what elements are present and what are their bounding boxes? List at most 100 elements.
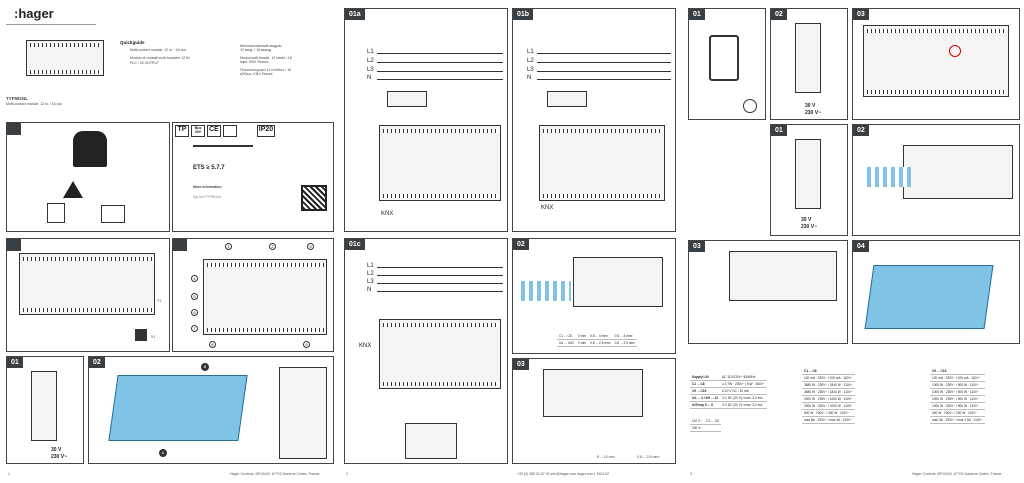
- footer-address: Hager Controls. BP10440, 67703 Saverne C…: [230, 472, 320, 476]
- module-dismount-drawing: [864, 265, 994, 329]
- module-drawing: [903, 145, 1013, 199]
- knx-label: KNX: [359, 343, 372, 349]
- voltage-30v: 30 V: [801, 217, 812, 223]
- label-n: N: [527, 75, 532, 81]
- step-number: 01c: [345, 239, 365, 250]
- safety-panel: [6, 122, 170, 232]
- voltage-30v: 30 V: [51, 447, 62, 453]
- strip-cross-section: 0,8 ... 2,5 mm²: [637, 455, 660, 459]
- callout-4: 4: [191, 275, 198, 282]
- step-number: 01: [771, 125, 787, 136]
- callout-b: B: [201, 363, 209, 371]
- step-02-panel: 02 B A: [88, 356, 334, 464]
- spec-table-voltage: 110 V~C1 ... C5 230 V~: [690, 418, 721, 432]
- quickguide-title: Quickguide: [120, 40, 145, 45]
- quickguide-line-2: Modulo di contatti multi-funzione 12 IN: [130, 56, 190, 60]
- wiring-01c-panel: 01c L1 L2 L3 N KNX: [344, 238, 508, 464]
- more-info-label: More information: [193, 185, 222, 189]
- module-drawing: [379, 125, 501, 201]
- label-l3: L3: [527, 67, 534, 73]
- step-number: 01b: [513, 9, 534, 20]
- electrician-icon: [7, 123, 21, 135]
- page-2: 01a L1 L2 L3 N KNX 01b L1 L2 L3 N KNX: [342, 0, 682, 483]
- tag-x1: X1: [151, 335, 156, 339]
- quickguide-right-5: Πολυλειτουργικό 12 εισόδων / 16: [240, 68, 291, 72]
- step-01-panel: 01 30 V 230 V~: [6, 356, 84, 464]
- module-mounting-drawing: [108, 375, 248, 441]
- module-drawing: [539, 125, 665, 201]
- footer-address: Hager Controls. BP10440, 67703 Saverne C…: [912, 472, 1002, 476]
- strip-length: 8 ... 10 mm: [597, 455, 615, 459]
- module-drawing: [19, 253, 155, 315]
- module-drawing: [543, 369, 643, 417]
- breaker-drawing: [795, 23, 821, 93]
- program-button-icon: [949, 45, 961, 57]
- connector-x1-icon: [135, 329, 147, 341]
- quickguide-line-3: PLC / 16 OUTPUT: [130, 61, 159, 65]
- breaker-drawing: [795, 139, 821, 209]
- page-1: :hager TYF581NL Multi-contact module, 12…: [0, 0, 340, 483]
- phone-qr-icon: [709, 35, 739, 81]
- step-04-dismount-panel: 04: [852, 240, 1020, 344]
- knx-label: KNX: [541, 205, 554, 211]
- voltage-230v: 230 V~: [805, 110, 821, 116]
- label-n: N: [367, 287, 372, 293]
- step-number: 01: [7, 357, 23, 368]
- ets-version: ETS ≥ 5.7.7: [193, 165, 225, 171]
- wiring-01a-panel: 01a L1 L2 L3 N KNX: [344, 8, 508, 232]
- label-l3: L3: [367, 67, 374, 73]
- callout-7: 7: [191, 325, 198, 332]
- step-02-breaker-panel: 02 30 V 230 V~: [770, 8, 848, 120]
- step-01-breaker-panel: 01 30 V 230 V~: [770, 124, 848, 236]
- label-n: N: [367, 75, 372, 81]
- switch-legend-drawing: [405, 423, 457, 459]
- knx-label: KNX: [381, 211, 394, 217]
- product-code: TYF581NL: [6, 96, 29, 101]
- callout-5: 5: [191, 293, 198, 300]
- box-icon: [101, 205, 125, 223]
- step-number: 02: [513, 239, 529, 250]
- terminal-drawing: [203, 259, 327, 335]
- electrician-figure-icon: [73, 131, 107, 167]
- device-overview-panel: T1 X1: [6, 238, 170, 352]
- step-01-app-panel: 01: [688, 8, 766, 120]
- specs-panel: TP Bus 30V CE IP20 ETS ≥ 5.7.7 More info…: [172, 122, 334, 232]
- step-number: 03: [853, 9, 869, 20]
- knx-secure-icon: [743, 99, 757, 113]
- quickguide-right-2: 12 вход. / 16 выход.: [240, 48, 273, 52]
- callout-9: 9: [303, 341, 310, 348]
- bus-badge: Bus 30V: [191, 125, 205, 137]
- doc-icon: [223, 125, 237, 137]
- sensor-inputs-drawing: [547, 91, 587, 107]
- ip-badge: IP20: [257, 125, 275, 137]
- label-l2: L2: [367, 58, 374, 64]
- screwdriver-icon: [193, 145, 253, 147]
- label-l2: L2: [527, 58, 534, 64]
- step-number: 02: [771, 9, 787, 20]
- quickguide-right-4: ieşiri, KNX Secure: [240, 60, 269, 64]
- step-number: 04: [853, 241, 869, 252]
- voltage-30v: 30 V: [805, 103, 816, 109]
- product-desc: Multi-contact module, 12 in. / 16 out.: [6, 102, 63, 106]
- stripes-icon: [867, 167, 911, 187]
- step-number: 03: [689, 241, 705, 252]
- step-02-remove-panel: 02: [852, 124, 1020, 236]
- page-3: 01 02 30 V 230 V~ 03 01 30 V 230 V~ 02 0…: [686, 0, 1024, 483]
- more-info-link[interactable]: hgr.io/r/TYF581NL: [193, 195, 222, 199]
- step-number: 02: [853, 125, 869, 136]
- ce-icon: CE: [207, 125, 221, 137]
- tag-t1: T1: [157, 299, 162, 303]
- device-icon-tag: [7, 239, 21, 251]
- voltage-230v: 230 V~: [801, 224, 817, 230]
- quickguide-right-6: εξόδων, KNX Secure: [240, 72, 273, 76]
- callout-6: 6: [191, 309, 198, 316]
- breaker-drawing: [31, 371, 57, 441]
- step-number: 01: [689, 9, 705, 20]
- footer-contact: +33 (0) 388 02 87 00 info@hager.com hage…: [517, 472, 610, 476]
- qr-code-icon: [301, 185, 327, 211]
- label-l1: L1: [527, 49, 534, 55]
- header-rule: [6, 24, 96, 25]
